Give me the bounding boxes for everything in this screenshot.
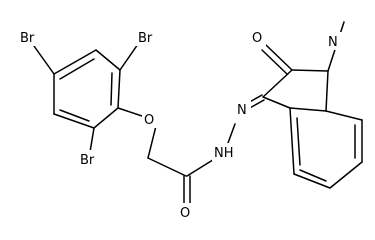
atom-nh-hydrazide: NH: [214, 146, 234, 161]
bond-lactam-co: [261, 49, 288, 75]
phenyl-ring: [53, 49, 121, 129]
bond-c-br: [89, 127, 95, 153]
lactam-ring: [262, 69, 329, 112]
bond: [93, 107, 119, 129]
atom-n-hydrazone: N: [237, 103, 247, 118]
atom-n-lactam: N: [328, 35, 338, 50]
bond: [262, 96, 291, 109]
bond: [289, 107, 327, 112]
molecule-drawing: Br Br Br O O NH N O N: [18, 21, 363, 221]
bond: [95, 49, 121, 71]
benzo-ring: [289, 107, 363, 189]
bond: [299, 169, 327, 182]
bond: [53, 49, 97, 75]
bond: [325, 110, 363, 121]
bond: [110, 72, 113, 106]
bond-lactam-co: [265, 44, 293, 71]
bond-c-br: [119, 43, 139, 71]
bond-c-br: [33, 45, 55, 75]
atom-o-lactam: O: [252, 31, 262, 46]
bond: [59, 58, 95, 80]
bond: [117, 69, 121, 109]
atom-br-top-left: Br: [20, 31, 35, 46]
bond-o-ch2: [147, 125, 157, 159]
bond: [53, 113, 95, 129]
structure-figure: Br Br Br O O NH N O N: [18, 21, 363, 221]
atom-o-carbonyl: O: [180, 206, 190, 221]
bond: [293, 173, 331, 189]
bond-nh-n: [227, 123, 236, 144]
bond: [325, 70, 329, 112]
atom-o-ether: O: [144, 113, 154, 128]
atom-br-top-right: Br: [138, 31, 153, 46]
bond: [291, 69, 329, 72]
bond-c-o: [117, 107, 143, 117]
bond-co-nh: [186, 157, 217, 177]
bond: [59, 109, 90, 122]
bond: [329, 161, 363, 189]
bond: [296, 117, 301, 166]
bond-ch2-co: [147, 157, 187, 177]
bond: [289, 107, 295, 175]
atom-br-bottom: Br: [80, 153, 95, 168]
